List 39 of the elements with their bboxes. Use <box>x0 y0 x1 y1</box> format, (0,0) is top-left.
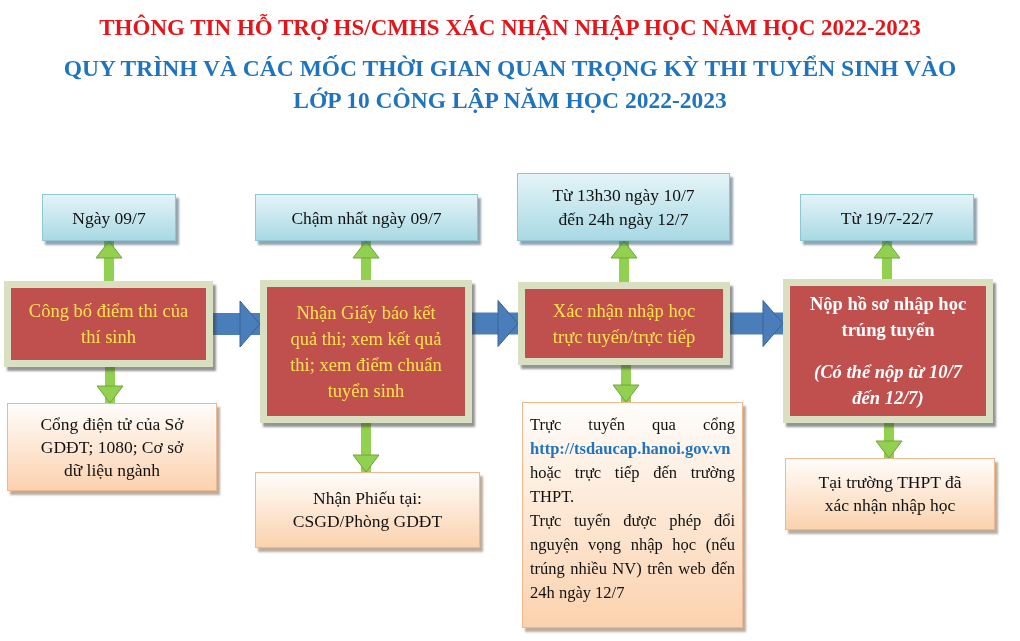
info-text: Trực tuyến được phép đổi nguyện vọng nhập học (nếu trúng nhiều NV) trên web đến 24h ngày 12/7 <box>530 510 735 604</box>
info-text: Tại trường THPT đã xác nhận nhập học <box>817 471 963 517</box>
process-box <box>4 281 213 367</box>
date-label: Ngày 09/7 <box>72 206 146 230</box>
arrow <box>352 240 380 280</box>
date-label: Chậm nhất ngày 09/7 <box>291 206 442 230</box>
date-label: Từ 13h30 ngày 10/7 đến 24h ngày 12/7 <box>551 184 696 231</box>
process-box <box>783 279 993 423</box>
info-text: Nhận Phiếu tại: CSGD/Phòng GDĐT <box>291 487 444 533</box>
step-label: Xác nhận nhập học trực tuyến/trực tiếp <box>551 299 697 349</box>
arrow <box>612 365 640 403</box>
date-box <box>800 194 974 241</box>
title: THÔNG TIN HỖ TRỢ HS/CMHS XÁC NHẬN NHẬP HỌC NĂM HỌC 2022-2023 <box>99 13 921 42</box>
arrow <box>352 423 380 473</box>
info-box <box>522 402 743 628</box>
process-box <box>518 282 730 365</box>
arrow <box>95 240 123 281</box>
info-text: Trực tuyến qua cổng http://tsdaucap.hanoi.gov.vn hoặc trực tiếp đến trường THPT. <box>530 414 735 508</box>
date-box <box>42 194 176 241</box>
subtitle: QUY TRÌNH VÀ CÁC MỐC THỜI GIAN QUAN TRỌNG KỲ THI TUYỂN SINH VÀO LỚP 10 CÔNG LẬP NĂM HỌC 2022-2023 <box>62 54 958 115</box>
step-label: Nhận Giấy báo kết quả thi; xem kết quả thi; xem điểm chuẩn tuyển sinh <box>289 301 443 403</box>
process-box <box>260 280 472 423</box>
date-box <box>255 194 478 241</box>
arrow <box>96 367 124 404</box>
step-label: Công bố điểm thi của thí sinh <box>27 300 190 349</box>
arrow <box>875 423 903 459</box>
step-label: Nộp hồ sơ nhập học trúng tuyển <box>808 293 968 342</box>
arrow <box>472 300 519 347</box>
date-label: Từ 19/7-22/7 <box>840 206 934 230</box>
arrow <box>213 300 261 348</box>
date-box <box>517 173 730 241</box>
arrow <box>610 240 638 282</box>
arrow <box>873 240 901 279</box>
info-box <box>785 458 995 530</box>
info-text: Cổng điện tử của Sở GDĐT; 1080; Cơ sở dữ liệu ngành <box>39 412 185 482</box>
info-box <box>7 403 217 491</box>
step-note: (Có thể nộp từ 10/7 đến 12/7) <box>813 361 964 410</box>
arrow <box>730 300 784 347</box>
info-box <box>255 472 480 548</box>
